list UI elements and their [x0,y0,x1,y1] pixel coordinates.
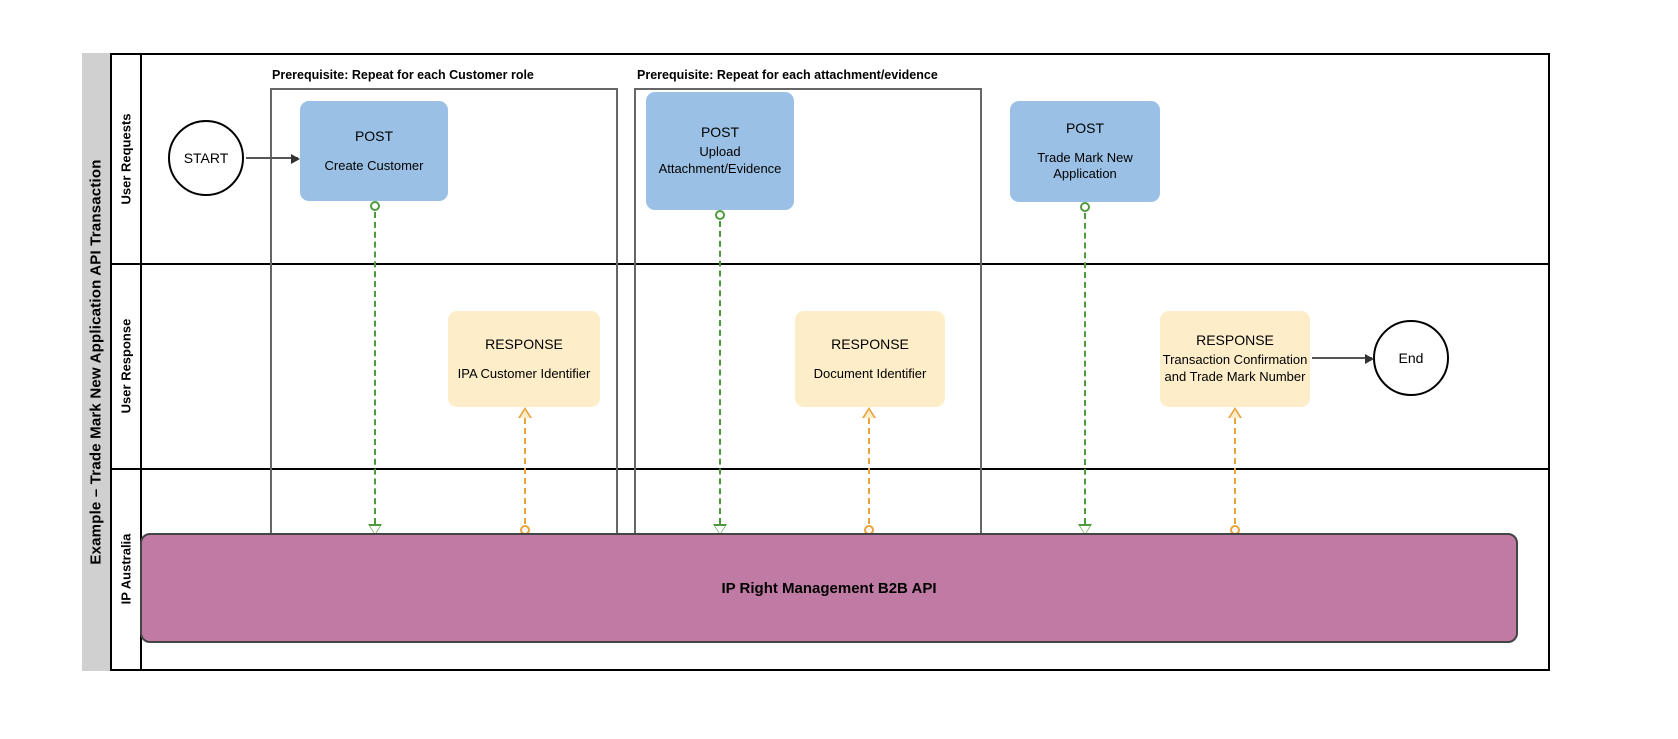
task-post-trade-mark-new-application[interactable]: POST Trade Mark New Application [1010,101,1160,202]
lane-label-user-response: User Response [118,318,134,413]
participant-ip-right-management-api[interactable]: IP Right Management B2B API [140,533,1518,643]
task-kind-label: RESPONSE [485,335,563,352]
task-post-create-customer[interactable]: POST Create Customer [300,101,448,201]
task-kind-label: POST [700,124,740,141]
message-arrow-triangle-icon [1078,524,1092,535]
message-arrow-triangle-icon [862,407,876,418]
lane-divider-2 [112,468,1548,470]
task-post-upload-attachment[interactable]: POST Upload Attachment/Evidence [646,92,794,210]
task-kind-label: RESPONSE [1196,332,1274,349]
message-arrow-triangle-icon [368,524,382,535]
lane-label-ip-australia: IP Australia [118,533,134,604]
lane-header-ip-australia: IP Australia [112,468,142,669]
task-name-label: Document Identifier [813,365,927,381]
task-kind-label: POST [354,127,394,144]
start-event[interactable]: START [168,120,244,196]
message-flow-request-new-application [1078,202,1092,535]
message-flow-response-transaction-confirmation [1228,407,1242,535]
end-event[interactable]: End [1373,320,1449,396]
message-arrow-triangle-icon [713,524,727,535]
message-arrow-triangle-icon [1228,407,1242,418]
lane-divider-1 [112,263,1548,265]
task-kind-label: POST [1065,119,1105,136]
message-flow-request-create-customer [368,201,382,535]
task-name-label: Trade Mark New Application [1037,149,1133,182]
lane-label-user-requests: User Requests [118,113,134,205]
pool-title-bar: Example – Trade Mark New Application API… [82,53,112,671]
start-event-label: START [183,150,229,166]
api-bar-label: IP Right Management B2B API [721,579,937,597]
task-name-label: Create Customer [324,157,424,173]
task-response-ipa-customer-identifier[interactable]: RESPONSE IPA Customer Identifier [448,311,600,407]
message-flow-request-upload-attachment [713,210,727,535]
sequence-flow-start-to-post [246,154,300,164]
task-kind-label: RESPONSE [831,335,909,352]
message-start-circle-icon [1080,202,1090,212]
message-start-circle-icon [715,210,725,220]
lane-header-user-requests: User Requests [112,55,142,263]
group-label-attachment: Prerequisite: Repeat for each attachment… [637,68,938,82]
message-arrow-triangle-icon [518,407,532,418]
task-name-label: IPA Customer Identifier [457,365,591,381]
task-name-label: Transaction Confirmation and Trade Mark … [1162,352,1308,384]
task-response-transaction-confirmation[interactable]: RESPONSE Transaction Confirmation and Tr… [1160,311,1310,407]
task-name-label: Upload Attachment/Evidence [658,144,782,176]
sequence-flow-response-to-end [1312,354,1374,364]
message-flow-response-document-identifier [862,407,876,535]
group-label-customer-role: Prerequisite: Repeat for each Customer r… [272,68,534,82]
lane-header-user-response: User Response [112,263,142,468]
task-response-document-identifier[interactable]: RESPONSE Document Identifier [795,311,945,407]
pool-title-label: Example – Trade Mark New Application API… [87,159,105,565]
message-start-circle-icon [370,201,380,211]
end-event-label: End [1398,350,1424,366]
message-flow-response-customer-identifier [518,407,532,535]
